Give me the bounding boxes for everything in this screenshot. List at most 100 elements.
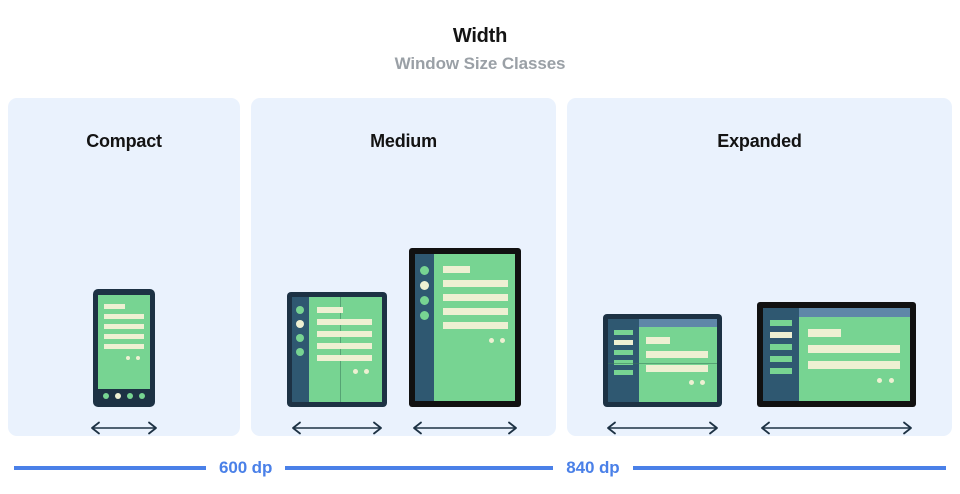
content-dot [352,369,358,374]
device-cell-foldable-landscape [603,314,722,436]
rail-bar [614,350,633,355]
foldable-screen [291,297,382,402]
device-cell-phone [88,289,160,436]
content-dot [700,380,705,385]
device-cell-foldable-portrait [286,292,387,436]
rail-dot [296,334,304,342]
content-dot [889,378,894,383]
tablet-landscape-screen [763,308,910,401]
content-bar [316,343,372,349]
scale-rule-segment [14,466,206,470]
content-bar [442,322,508,329]
rail-bar [770,344,792,350]
rail-bar [614,370,633,375]
app-top-bar [799,308,910,317]
rail-dot-active [296,320,304,328]
width-arrow-icon [291,421,382,435]
content-bar [442,266,470,273]
content-bar [808,345,900,353]
breakpoint-label-840dp: 840 dp [566,458,620,477]
content-bar [104,334,144,339]
content-dot [488,338,494,343]
foldable-landscape-screen [608,319,717,402]
content-bar [646,365,708,372]
scale-rule-segment [285,466,554,470]
panel-compact: Compact [8,98,240,436]
device-group-compact [8,176,240,436]
nav-rail [608,319,639,402]
diagram-header: Width Window Size Classes [0,0,960,75]
device-group-medium [251,176,556,436]
rail-dot [419,296,429,305]
tablet-screen [414,254,515,401]
fold-crease [608,363,717,364]
content-bar [104,344,144,349]
size-class-panels: Compact [8,98,952,436]
rail-bar [614,360,633,365]
breakpoint-scale: 600 dp 840 dp [0,452,960,484]
content-dot [499,338,505,343]
width-arrow-icon [607,421,718,435]
device-foldable-landscape [603,314,722,407]
breakpoint-label-600dp: 600 dp [219,458,273,477]
device-phone-portrait [93,289,155,407]
device-tablet-portrait [408,248,521,407]
panel-title-medium: Medium [370,131,437,151]
rail-dot [296,348,304,356]
content-bar [442,280,508,287]
content-dot [877,378,882,383]
panel-medium: Medium [251,98,556,436]
content-bar [442,294,508,301]
content-dot [136,356,140,360]
content-bar [646,351,708,358]
content-dot [689,380,694,385]
rail-bar [614,330,633,335]
content-bar [808,361,900,369]
rail-bar [770,320,792,326]
device-group-expanded [567,176,952,436]
device-foldable-portrait [286,292,387,407]
nav-rail [414,254,434,401]
rail-dot [419,266,429,275]
panel-expanded: Expanded [567,98,952,436]
phone-bottom-nav [98,389,150,402]
content-bar [316,307,343,313]
width-arrow-icon [761,421,912,435]
rail-bar-active [770,332,792,338]
content-bar [316,319,372,325]
content-bar [104,324,144,329]
content-bar [316,355,372,361]
content-bar [104,304,125,309]
fold-crease [339,297,341,402]
phone-screen [98,295,150,389]
width-arrow-icon [412,421,517,435]
nav-dot-active [115,393,121,399]
nav-dot [139,393,145,399]
content-bar [316,331,372,337]
width-arrow-icon [91,421,157,435]
nav-rail [763,308,799,401]
content-bar [442,308,508,315]
rail-bar [770,368,792,374]
content-bar [646,337,670,344]
content-bar [104,314,144,319]
device-cell-tablet-landscape [757,302,916,436]
app-top-bar [639,319,717,327]
nav-dot [127,393,133,399]
rail-dot [419,311,429,320]
nav-dot [103,393,109,399]
rail-dot [296,306,304,314]
nav-rail [291,297,309,402]
content-dot [126,356,130,360]
device-cell-tablet-portrait [408,248,521,436]
page-title: Width [452,25,508,47]
rail-bar-active [614,340,633,345]
device-tablet-landscape [757,302,916,407]
page-subtitle: Window Size Classes [394,54,566,73]
scale-rule-segment [632,466,946,470]
rail-dot-active [419,281,429,290]
panel-title-compact: Compact [86,131,162,151]
rail-bar [770,356,792,362]
panel-title-expanded: Expanded [717,131,802,151]
